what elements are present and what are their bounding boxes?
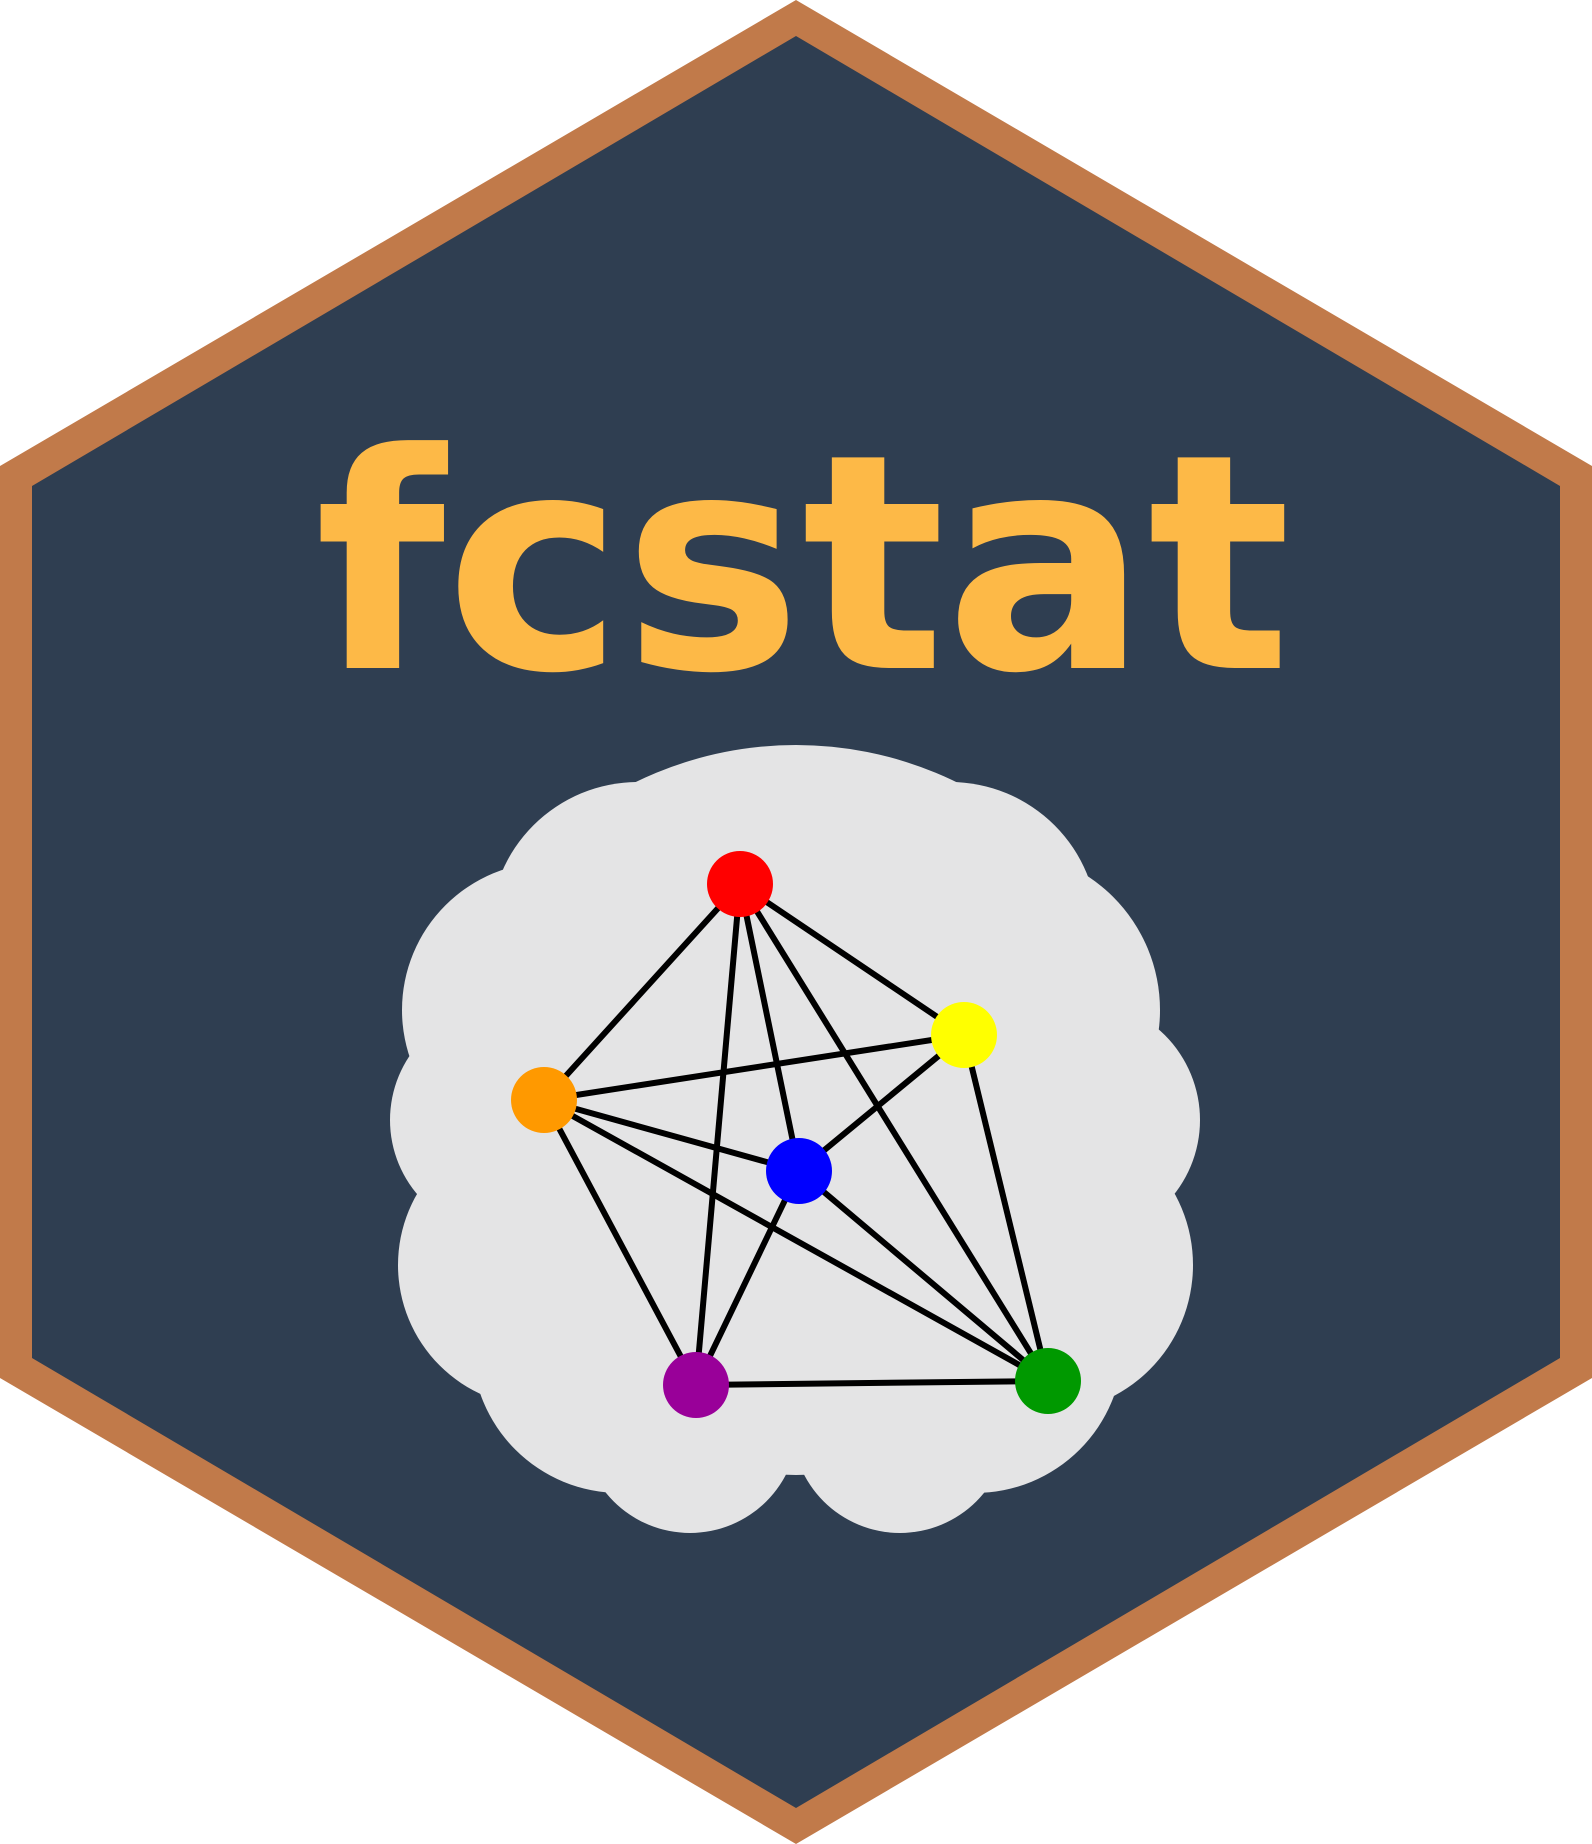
network-edge-red-orange: [541, 881, 743, 1103]
network-edge-orange-yellow: [543, 1032, 965, 1103]
network-edge-blue-purple: [693, 1169, 802, 1387]
network-edge-orange-green: [542, 1097, 1050, 1384]
network-edge-red-yellow: [738, 881, 966, 1038]
cloud-lobe: [582, 1317, 798, 1533]
network-edge-orange-purple: [541, 1098, 699, 1387]
network-node-blue: [766, 1138, 832, 1204]
logo-title: fcstat: [315, 390, 1291, 739]
network-edge-blue-green: [797, 1168, 1050, 1384]
network-node-green: [1015, 1348, 1081, 1414]
network-node-purple: [663, 1352, 729, 1418]
network-edge-red-blue: [737, 883, 802, 1172]
network-nodes: [511, 851, 1081, 1418]
network-edge-yellow-green: [961, 1034, 1051, 1382]
network-edges: [541, 881, 1051, 1388]
cloud-lobe: [792, 1317, 1008, 1533]
network-node-red: [707, 851, 773, 917]
network-edge-red-purple: [693, 883, 743, 1386]
network-edge-yellow-blue: [797, 1032, 966, 1174]
cloud-shape: [390, 745, 1200, 1533]
network-edge-red-green: [737, 882, 1051, 1383]
network-node-orange: [511, 1067, 577, 1133]
network-edge-purple-green: [695, 1378, 1049, 1388]
network-node-yellow: [931, 1002, 997, 1068]
network-edge-orange-blue: [543, 1097, 800, 1174]
